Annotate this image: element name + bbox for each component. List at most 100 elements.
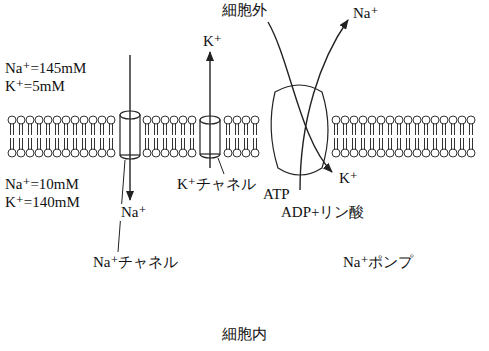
lipid-molecule [445, 124, 446, 135]
lipid-molecule [82, 124, 83, 135]
lipid-molecule [35, 149, 43, 157]
lipid-molecule [31, 138, 32, 149]
lipid-molecule [350, 149, 358, 157]
lipid-molecule [112, 124, 113, 135]
lipid-molecule [460, 138, 461, 149]
lipid-molecule [37, 138, 38, 149]
lipid-molecule [404, 116, 412, 124]
lipid-molecule [46, 138, 47, 149]
lipid-molecule [418, 138, 419, 149]
lipid-molecule [359, 149, 367, 157]
lipid-molecule [460, 124, 461, 135]
lipid-molecule [40, 124, 41, 135]
lipid-molecule [409, 138, 410, 149]
lipid-molecule [382, 138, 383, 149]
lipid-molecule [386, 149, 394, 157]
lipid-molecule [454, 124, 455, 135]
lipid-molecule [17, 116, 25, 124]
lipid-molecule [224, 149, 232, 157]
lipid-molecule [82, 138, 83, 149]
lipid-molecule [238, 138, 239, 149]
lipid-molecule [44, 149, 52, 157]
ion-label: K⁺ [202, 33, 223, 50]
lipid-molecule [154, 138, 155, 149]
k-flow-arrow [209, 52, 210, 168]
lipid-molecule [361, 124, 362, 135]
lipid-molecule [71, 149, 79, 157]
lipid-molecule [247, 124, 248, 135]
lipid-molecule [181, 124, 182, 135]
lipid-molecule [373, 138, 374, 149]
lipid-molecule [341, 116, 349, 124]
lipid-molecule [53, 149, 61, 157]
lipid-molecule [251, 149, 259, 157]
lipid-molecule [388, 138, 389, 149]
lipid-molecule [379, 124, 380, 135]
lipid-molecule [458, 116, 466, 124]
lipid-molecule [172, 124, 173, 135]
lipid-molecule [181, 138, 182, 149]
lipid-molecule [382, 124, 383, 135]
lipid-molecule [148, 124, 149, 135]
lipid-molecule [226, 138, 227, 149]
lipid-molecule [62, 149, 70, 157]
part-name: Na⁺チャネル [92, 254, 179, 271]
part-name: Na⁺ポンプ [342, 254, 414, 271]
molecule-label: ADP+リン酸 [280, 204, 365, 221]
lipid-molecule [395, 116, 403, 124]
lipid-molecule [44, 116, 52, 124]
lipid-molecule [346, 124, 347, 135]
lipid-molecule [91, 138, 92, 149]
lipid-molecule [355, 124, 356, 135]
lipid-molecule [55, 138, 56, 149]
lipid-molecule [409, 124, 410, 135]
lipid-molecule [73, 138, 74, 149]
lipid-molecule [26, 149, 34, 157]
lipid-molecule [332, 149, 340, 157]
lipid-molecule [458, 149, 466, 157]
lipid-molecule [422, 149, 430, 157]
lipid-molecule [442, 138, 443, 149]
lipid-molecule [175, 138, 176, 149]
lipid-molecule [37, 124, 38, 135]
lipid-molecule [373, 124, 374, 135]
lipid-molecule [253, 124, 254, 135]
lipid-molecule [346, 138, 347, 149]
lipid-molecule [397, 124, 398, 135]
lipid-molecule [256, 124, 257, 135]
lipid-molecule [445, 138, 446, 149]
lipid-molecule [8, 149, 16, 157]
lipid-molecule [148, 138, 149, 149]
molecule-label: ATP [262, 186, 291, 203]
lipid-molecule [91, 124, 92, 135]
lipid-molecule [28, 138, 29, 149]
lipid-molecule [58, 138, 59, 149]
lipid-molecule [55, 124, 56, 135]
lipid-molecule [85, 124, 86, 135]
lipid-molecule [424, 138, 425, 149]
lipid-molecule [224, 116, 232, 124]
lipid-molecule [355, 138, 356, 149]
ion-label: Na⁺ [120, 204, 147, 221]
lipid-molecule [166, 124, 167, 135]
concentration-label: Na⁺=10mM [4, 176, 80, 193]
lipid-molecule [364, 138, 365, 149]
lipid-molecule [179, 116, 187, 124]
lipid-molecule [49, 138, 50, 149]
lipid-molecule [404, 149, 412, 157]
lipid-molecule [22, 124, 23, 135]
lipid-molecule [352, 124, 353, 135]
lipid-molecule [368, 149, 376, 157]
lipid-molecule [377, 149, 385, 157]
lipid-molecule [157, 138, 158, 149]
lipid-molecule [440, 116, 448, 124]
lipid-molecule [22, 138, 23, 149]
lipid-molecule [19, 124, 20, 135]
lipid-molecule [73, 124, 74, 135]
lipid-molecule [170, 116, 178, 124]
lipid-molecule [157, 124, 158, 135]
lipid-molecule [28, 124, 29, 135]
lipid-molecule [233, 116, 241, 124]
lipid-molecule [40, 138, 41, 149]
